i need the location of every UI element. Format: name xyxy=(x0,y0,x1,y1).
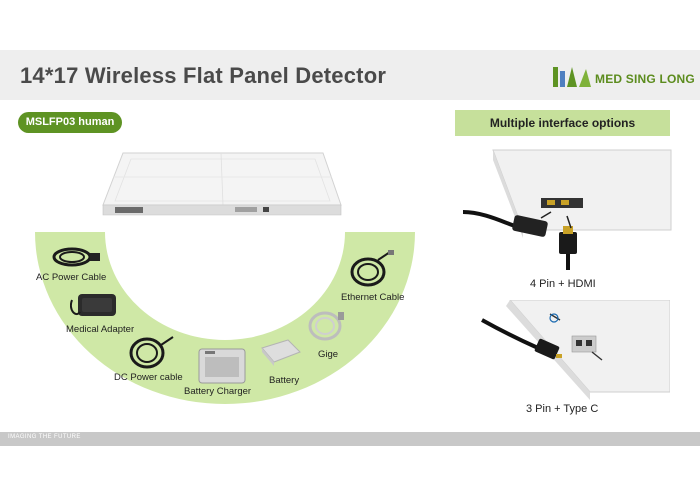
battery-charger-icon xyxy=(198,348,246,384)
msl-logo-icon xyxy=(553,67,591,87)
ac-power-cable-icon xyxy=(52,247,100,267)
accessory-label-ac-power-cable: AC Power Cable xyxy=(36,272,107,283)
interface-label-3pin-typec: 3 Pin + Type C xyxy=(526,403,599,415)
accessory-label-dc-power-cable: DC Power cable xyxy=(114,372,183,383)
accessory-label-ethernet-cable: Ethernet Cable xyxy=(341,292,405,303)
accessory-label-gige: Gige xyxy=(318,349,339,360)
brand-name: MED SING LONG xyxy=(595,72,695,86)
gige-cable-icon xyxy=(308,311,344,341)
accessory-label-medical-adapter: Medical Adapter xyxy=(66,324,135,335)
model-badge: MSLFP03 human xyxy=(18,112,122,133)
battery-icon xyxy=(261,339,301,366)
footer-tagline: IMAGING THE FUTURE xyxy=(8,434,81,440)
header-bar xyxy=(0,50,700,100)
footer-bar xyxy=(0,432,700,446)
flat-panel-detector-image xyxy=(102,152,342,216)
dc-power-cable-icon xyxy=(129,336,174,369)
ethernet-cable-icon xyxy=(350,250,394,287)
accessory-label-battery: Battery xyxy=(269,375,300,386)
medical-adapter-icon xyxy=(70,294,116,316)
page-title: 14*17 Wireless Flat Panel Detector xyxy=(20,63,387,88)
interface-options-banner: Multiple interface options xyxy=(455,110,670,136)
interface-label-4pin-hdmi: 4 Pin + HDMI xyxy=(530,278,596,290)
interface-3pin-typec-image xyxy=(481,300,670,400)
accessory-label-battery-charger: Battery Charger xyxy=(184,386,252,397)
interface-4pin-hdmi-image xyxy=(463,149,672,270)
